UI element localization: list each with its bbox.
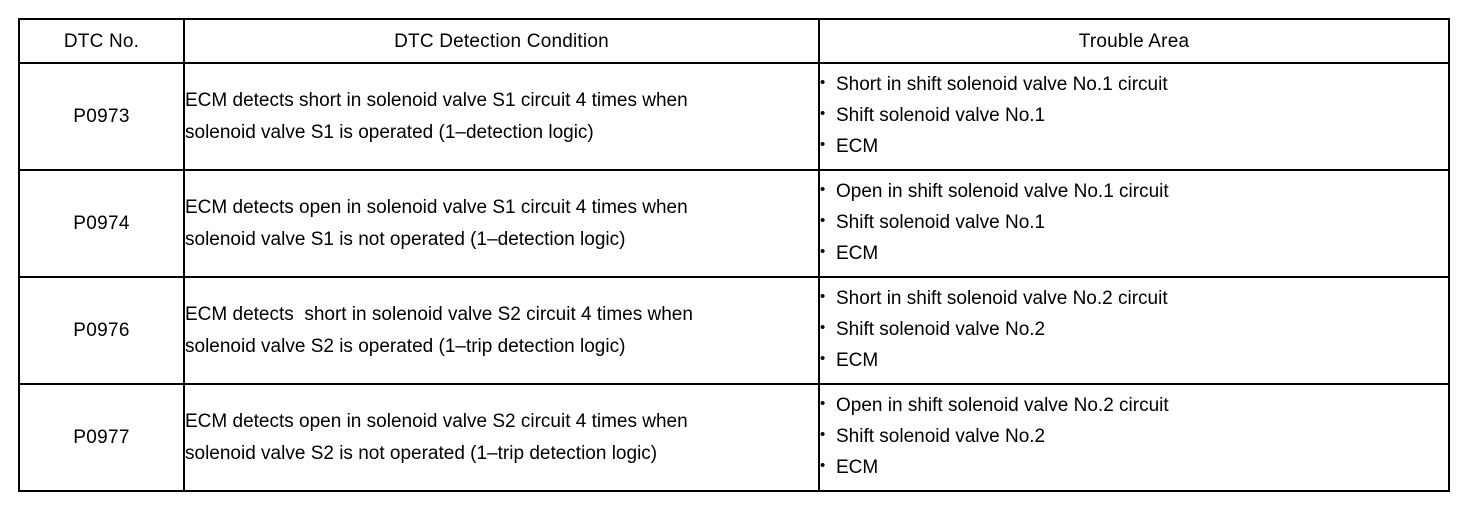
bullet-icon: • [820, 135, 826, 153]
trouble-area-text: ECM [836, 242, 879, 264]
condition-line: solenoid valve S1 is operated (1–detecti… [185, 121, 594, 143]
bullet-icon: • [820, 319, 826, 337]
bullet-icon: • [820, 242, 826, 260]
condition-line: solenoid valve S2 is not operated (1–tri… [185, 442, 658, 464]
list-item: • Shift solenoid valve No.2 [820, 315, 1448, 346]
list-item: • ECM [820, 453, 1448, 484]
cell-dtc-no: P0973 [18, 62, 185, 171]
bullet-icon: • [820, 426, 826, 444]
column-header-trouble-area: Trouble Area [818, 18, 1450, 64]
list-item: • Short in shift solenoid valve No.2 cir… [820, 284, 1448, 315]
trouble-area-list: • Open in shift solenoid valve No.2 circ… [820, 391, 1448, 483]
list-item: • ECM [820, 132, 1448, 163]
dtc-code: P0977 [73, 427, 130, 448]
trouble-area-text: Open in shift solenoid valve No.1 circui… [836, 181, 1169, 203]
list-item: • ECM [820, 346, 1448, 377]
column-header-detection-condition-label: DTC Detection Condition [394, 30, 609, 52]
trouble-area-list: • Open in shift solenoid valve No.1 circ… [820, 177, 1448, 269]
bullet-icon: • [820, 395, 826, 413]
trouble-area-text: Shift solenoid valve No.2 [836, 426, 1046, 448]
list-item: • Shift solenoid valve No.2 [820, 422, 1448, 453]
trouble-area-text: Shift solenoid valve No.1 [836, 105, 1046, 127]
cell-trouble-area: • Open in shift solenoid valve No.2 circ… [818, 383, 1450, 492]
trouble-area-list: • Short in shift solenoid valve No.1 cir… [820, 70, 1448, 162]
cell-detection-condition: ECM detects open in solenoid valve S1 ci… [183, 169, 820, 278]
table-row: P0973 ECM detects short in solenoid valv… [18, 62, 1450, 171]
bullet-icon: • [820, 349, 826, 367]
cell-detection-condition: ECM detects short in solenoid valve S1 c… [183, 62, 820, 171]
bullet-icon: • [820, 212, 826, 230]
table-body: P0973 ECM detects short in solenoid valv… [18, 62, 1450, 492]
trouble-area-text: ECM [836, 349, 879, 371]
cell-dtc-no: P0976 [18, 276, 185, 385]
list-item: • Open in shift solenoid valve No.2 circ… [820, 391, 1448, 422]
table-header-row: DTC No. DTC Detection Condition Trouble … [18, 18, 1450, 64]
table-row: P0977 ECM detects open in solenoid valve… [18, 383, 1450, 492]
cell-dtc-no: P0974 [18, 169, 185, 278]
trouble-area-text: Short in shift solenoid valve No.2 circu… [836, 288, 1168, 310]
condition-line: ECM detects short in solenoid valve S2 c… [185, 304, 693, 326]
dtc-code: P0973 [73, 106, 130, 127]
trouble-area-text: Shift solenoid valve No.2 [836, 319, 1046, 341]
dtc-code: P0974 [73, 213, 130, 234]
trouble-area-text: Open in shift solenoid valve No.2 circui… [836, 395, 1169, 417]
table-row: P0976 ECM detects short in solenoid valv… [18, 276, 1450, 385]
cell-trouble-area: • Short in shift solenoid valve No.2 cir… [818, 276, 1450, 385]
table-row: P0974 ECM detects open in solenoid valve… [18, 169, 1450, 278]
condition-line: ECM detects open in solenoid valve S1 ci… [185, 197, 688, 219]
bullet-icon: • [820, 74, 826, 92]
condition-line: ECM detects open in solenoid valve S2 ci… [185, 411, 688, 433]
bullet-icon: • [820, 105, 826, 123]
cell-detection-condition: ECM detects open in solenoid valve S2 ci… [183, 383, 820, 492]
trouble-area-text: ECM [836, 456, 879, 478]
list-item: • ECM [820, 239, 1448, 270]
column-header-detection-condition: DTC Detection Condition [183, 18, 820, 64]
cell-trouble-area: • Open in shift solenoid valve No.1 circ… [818, 169, 1450, 278]
trouble-area-text: ECM [836, 135, 879, 157]
column-header-trouble-area-label: Trouble Area [1078, 30, 1190, 52]
bullet-icon: • [820, 288, 826, 306]
dtc-table: DTC No. DTC Detection Condition Trouble … [18, 18, 1450, 492]
condition-line: ECM detects short in solenoid valve S1 c… [185, 90, 688, 112]
dtc-code: P0976 [73, 320, 130, 341]
trouble-area-text: Shift solenoid valve No.1 [836, 212, 1046, 234]
condition-line: solenoid valve S2 is operated (1–trip de… [185, 335, 626, 357]
cell-trouble-area: • Short in shift solenoid valve No.1 cir… [818, 62, 1450, 171]
column-header-dtc-no-label: DTC No. [63, 30, 140, 52]
list-item: • Shift solenoid valve No.1 [820, 208, 1448, 239]
cell-detection-condition: ECM detects short in solenoid valve S2 c… [183, 276, 820, 385]
table-header: DTC No. DTC Detection Condition Trouble … [18, 18, 1450, 64]
trouble-area-text: Short in shift solenoid valve No.1 circu… [836, 74, 1168, 96]
bullet-icon: • [820, 181, 826, 199]
trouble-area-list: • Short in shift solenoid valve No.2 cir… [820, 284, 1448, 376]
bullet-icon: • [820, 456, 826, 474]
condition-line: solenoid valve S1 is not operated (1–det… [185, 228, 626, 250]
column-header-dtc-no: DTC No. [18, 18, 185, 64]
list-item: • Shift solenoid valve No.1 [820, 101, 1448, 132]
list-item: • Short in shift solenoid valve No.1 cir… [820, 70, 1448, 101]
cell-dtc-no: P0977 [18, 383, 185, 492]
list-item: • Open in shift solenoid valve No.1 circ… [820, 177, 1448, 208]
